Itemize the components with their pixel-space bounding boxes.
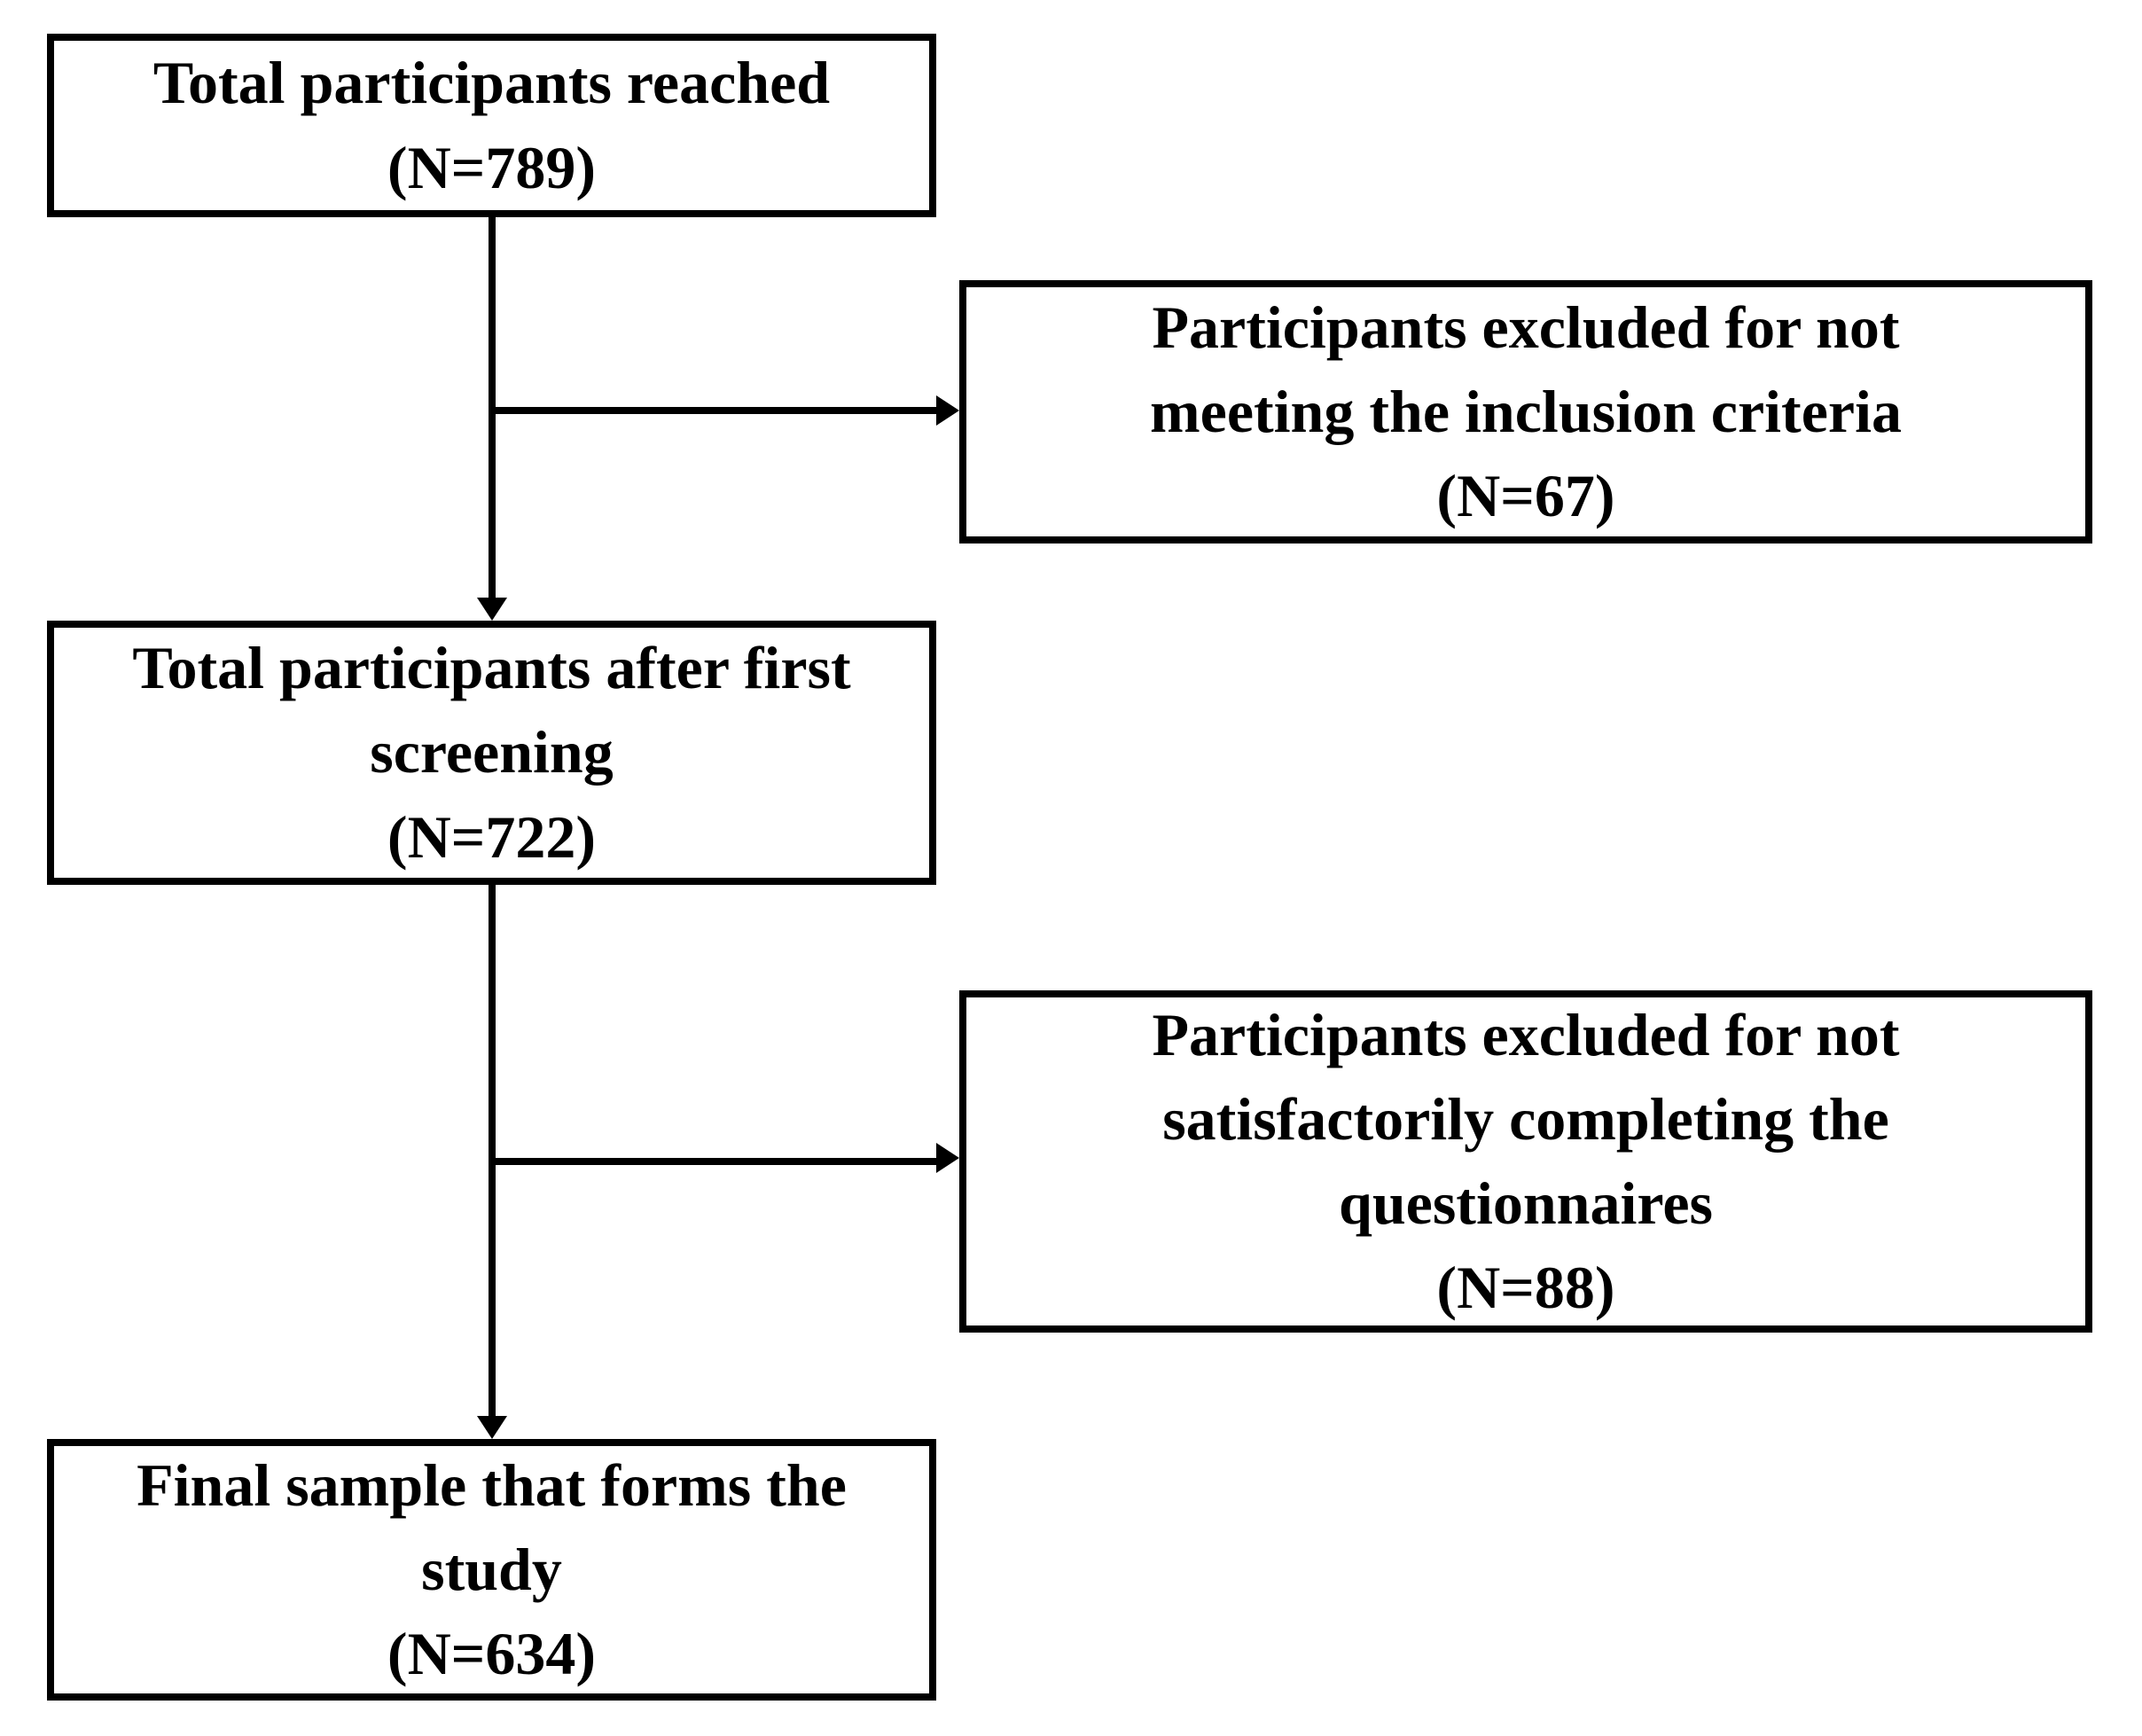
node-final-sample-count: (N=634) [387, 1620, 597, 1688]
node-excluded-questionnaires-label-line-1: Participants excluded for not [1152, 1000, 1900, 1068]
connector-down-1-arrowhead-icon [477, 598, 507, 621]
node-after-first-screening: Total participants after first screening… [47, 621, 936, 885]
node-after-first-screening-label-line-1: Total participants after first [132, 634, 851, 702]
connector-branch-2-arrowhead-icon [936, 1143, 959, 1173]
connector-branch-2-line [489, 1158, 936, 1165]
node-final-sample-label-line-2: study [421, 1535, 562, 1603]
node-excluded-questionnaires-count: (N=88) [1436, 1254, 1615, 1322]
connector-branch-1-line [489, 407, 936, 414]
connector-branch-1-arrowhead-icon [936, 395, 959, 426]
node-after-first-screening-label-line-2: screening [370, 718, 614, 786]
node-total-reached-label: Total participants reached [152, 49, 831, 117]
node-total-reached: Total participants reached (N=789) [47, 34, 936, 217]
node-after-first-screening-count: (N=722) [387, 802, 597, 871]
connector-down-2-line [489, 885, 496, 1418]
node-excluded-inclusion-count: (N=67) [1436, 462, 1615, 530]
node-excluded-inclusion-label-line-2: meeting the inclusion criteria [1150, 377, 1902, 445]
node-total-reached-count: (N=789) [387, 133, 597, 201]
node-excluded-questionnaires-label-line-2: satisfactorily completing the [1162, 1084, 1889, 1153]
node-excluded-questionnaires: Participants excluded for not satisfacto… [959, 990, 2092, 1333]
node-final-sample: Final sample that forms the study (N=634… [47, 1439, 936, 1701]
node-excluded-questionnaires-label-line-3: questionnaires [1339, 1169, 1713, 1237]
connector-down-2-arrowhead-icon [477, 1416, 507, 1439]
node-excluded-inclusion: Participants excluded for not meeting th… [959, 280, 2092, 543]
node-final-sample-label-line-1: Final sample that forms the [137, 1451, 847, 1519]
node-excluded-inclusion-label-line-1: Participants excluded for not [1152, 293, 1900, 361]
